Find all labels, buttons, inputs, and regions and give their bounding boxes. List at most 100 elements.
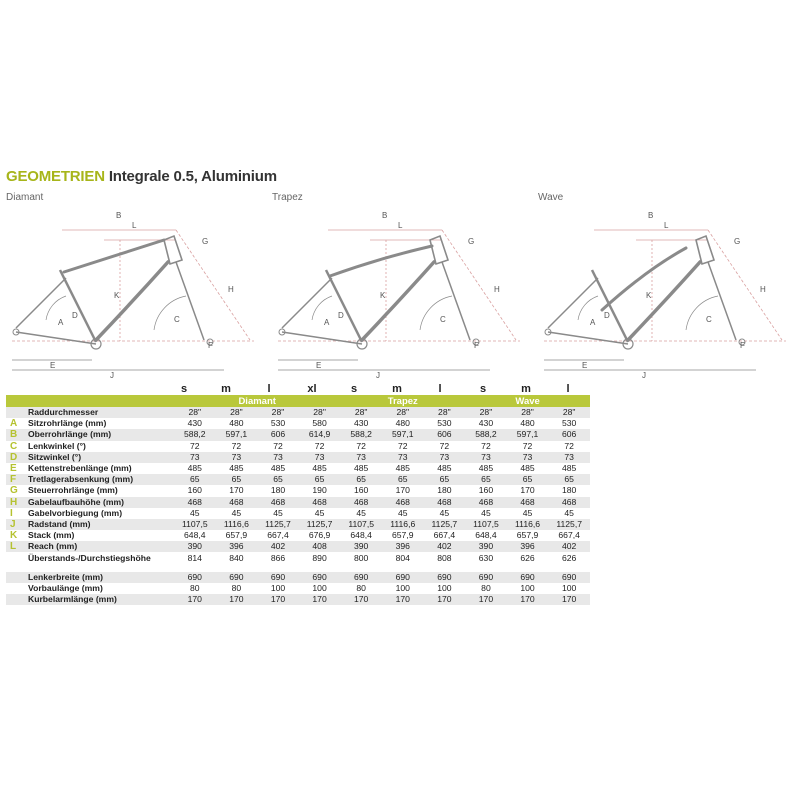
group-header: Trapez (340, 395, 466, 407)
chain-stay (281, 331, 363, 345)
row-value: 597,1 (381, 429, 424, 441)
row-value: 73 (423, 451, 466, 463)
row-value: 1125,7 (257, 518, 299, 531)
fork (175, 261, 205, 341)
row-letter (6, 582, 28, 594)
row-value: 73 (340, 451, 382, 463)
row-value: 1107,5 (340, 518, 382, 531)
front-axle (738, 338, 746, 346)
dimension-letter-b: B (116, 211, 121, 220)
dimension-letter-f: F (208, 341, 213, 350)
dimension-letter-d: D (604, 311, 610, 320)
row-value: 65 (174, 474, 216, 486)
row-value: 667,4 (257, 530, 299, 542)
row-value: 170 (215, 594, 258, 606)
row-value: 170 (174, 594, 216, 606)
dimension-letter-l: L (132, 221, 137, 230)
dimension-letter-j: J (642, 371, 646, 380)
row-value: 45 (548, 507, 590, 519)
row-label: Vorbaulänge (mm) (28, 582, 174, 594)
dimension-letter-l: L (398, 221, 403, 230)
row-value: 28" (257, 407, 299, 419)
row-value: 28" (423, 407, 466, 419)
fork (441, 261, 471, 341)
row-value: 72 (465, 440, 507, 452)
table-spacer (6, 563, 590, 572)
row-value: 72 (340, 440, 382, 452)
angle-arc (45, 295, 67, 321)
top-tube (600, 246, 688, 312)
row-value: 100 (298, 582, 341, 594)
row-value: 480 (215, 418, 258, 430)
front-axle (472, 338, 480, 346)
page-title: GEOMETRIEN Integrale 0.5, Aluminium (6, 168, 277, 185)
dimension-letter-a: A (590, 318, 596, 327)
head-tube (695, 234, 716, 266)
row-value: 606 (423, 429, 466, 441)
angle-arc (685, 295, 719, 331)
row-value: 588,2 (340, 429, 382, 441)
row-value: 396 (215, 541, 258, 553)
row-value: 45 (423, 507, 466, 519)
row-value: 485 (548, 462, 590, 475)
group-header: Diamant (174, 395, 341, 407)
row-value: 1107,5 (465, 518, 507, 531)
dimension-letter-h: H (494, 285, 500, 294)
row-value: 73 (381, 451, 424, 463)
row-value: 580 (298, 418, 341, 430)
dimension-line (441, 229, 517, 341)
row-value: 180 (548, 485, 590, 497)
row-value: 468 (465, 496, 507, 508)
row-value: 430 (465, 418, 507, 430)
dimension-letter-a: A (58, 318, 64, 327)
row-value: 597,1 (506, 429, 549, 441)
frame-label-wave: Wave (538, 192, 564, 203)
dimension-letter-h: H (760, 285, 766, 294)
row-label: Lenkwinkel (°) (28, 440, 174, 452)
row-value: 28" (215, 407, 258, 419)
row-value: 606 (548, 429, 590, 441)
row-value: 396 (381, 541, 424, 553)
dimension-letter-g: G (468, 237, 474, 246)
row-value: 530 (423, 418, 466, 430)
row-value: 402 (257, 541, 299, 553)
size-label: s (180, 383, 188, 395)
dimension-line (175, 229, 251, 341)
row-letter: L (6, 541, 28, 553)
row-value: 170 (298, 594, 341, 606)
row-letter: E (6, 462, 28, 475)
row-value: 690 (506, 571, 549, 583)
row-value: 65 (215, 474, 258, 486)
row-value: 690 (174, 571, 216, 583)
down-tube (360, 260, 436, 342)
row-value: 28" (340, 407, 382, 419)
dimension-letter-d: D (338, 311, 344, 320)
size-label: l (566, 383, 570, 395)
row-value: 667,4 (423, 530, 466, 542)
row-value: 170 (381, 485, 424, 497)
frame-label-trapez: Trapez (272, 192, 303, 203)
dimension-letter-g: G (202, 237, 208, 246)
row-value: 72 (174, 440, 216, 452)
row-value: 73 (548, 451, 590, 463)
row-label: Gabelvorbiegung (mm) (28, 507, 174, 519)
size-label: l (438, 383, 442, 395)
row-value: 1125,7 (548, 518, 590, 531)
size-label: l (267, 383, 271, 395)
front-axle (206, 338, 214, 346)
row-value: 485 (257, 462, 299, 475)
row-value: 597,1 (215, 429, 258, 441)
row-value: 804 (381, 552, 424, 564)
group-header: Wave (465, 395, 590, 407)
row-value: 530 (257, 418, 299, 430)
frame-label-diamant: Diamant (6, 192, 44, 203)
seat-tube (58, 269, 98, 343)
row-value: 65 (423, 474, 466, 486)
